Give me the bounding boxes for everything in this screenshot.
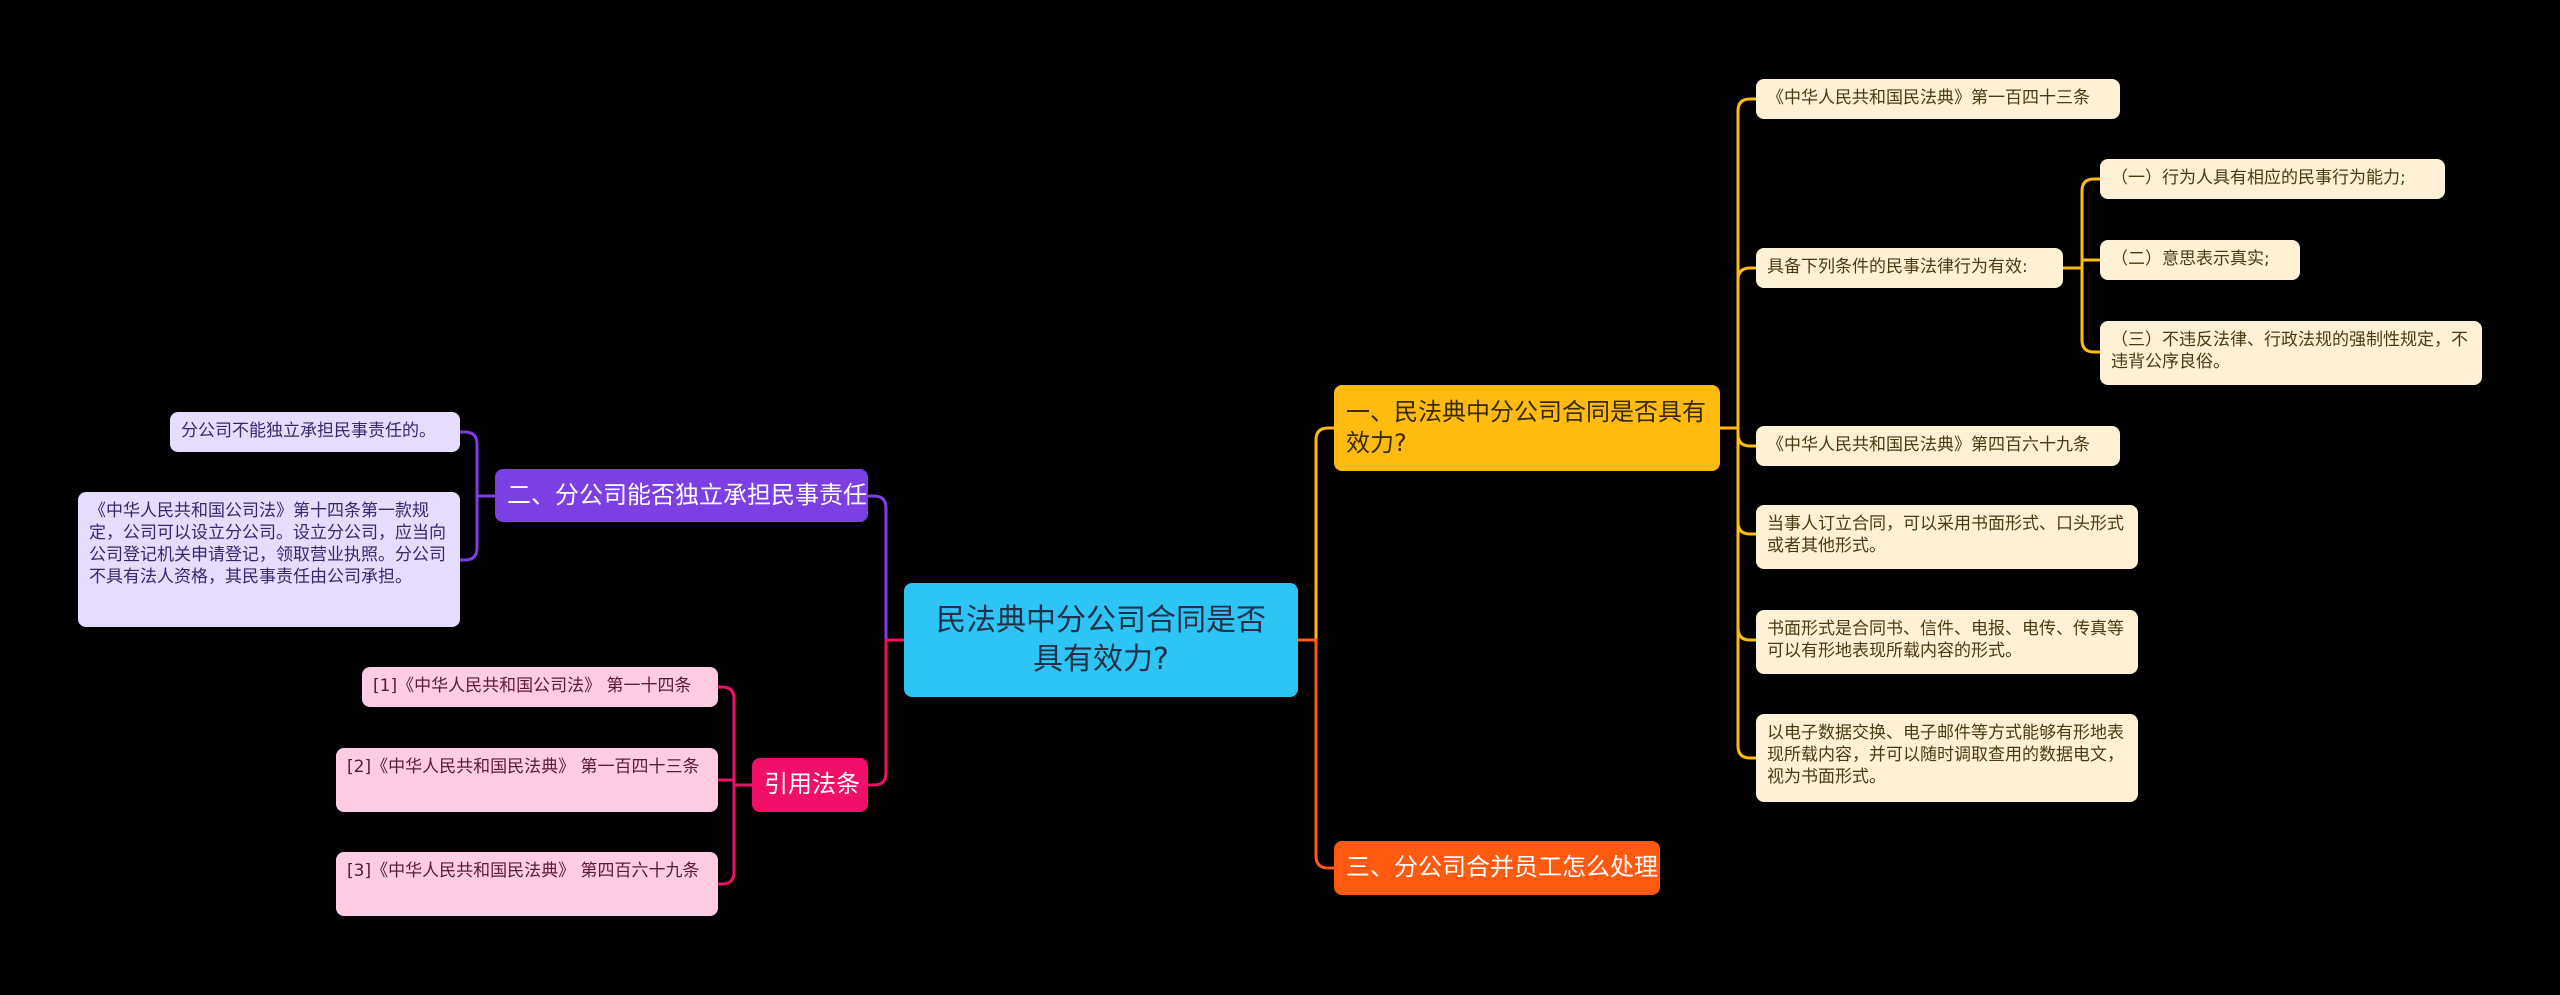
leaf-label: 《中华人民共和国民法典》第一百四十三条 — [1767, 88, 2090, 108]
leaf-label: [3]《中华人民共和国民法典》 第四百六十九条 — [347, 861, 700, 881]
link-b1-leaf5 — [1736, 428, 1756, 760]
branch-label: 一、民法典中分公司合同是否具有效力? — [1346, 397, 1706, 457]
leaf-label: （二）意思表示真实; — [2111, 249, 2270, 269]
branch-label: 二、分公司能否独立承担民事责任 — [507, 480, 867, 509]
branch-label: 三、分公司合并员工怎么处理 — [1346, 853, 1658, 882]
leaf-company-law-14[interactable]: 《中华人民共和国公司法》第十四条第一款规定，公司可以设立分公司。设立分公司，应当… — [78, 492, 460, 627]
leaf-condition-legality[interactable]: （三）不违反法律、行政法规的强制性规定，不违背公序良俗。 — [2100, 321, 2482, 385]
link-cit-leaf2 — [718, 785, 736, 886]
link-cond-sub2 — [2080, 268, 2100, 354]
link-b2-leaf1 — [460, 496, 479, 562]
leaf-label: （三）不违反法律、行政法规的强制性规定，不违背公序良俗。 — [2111, 330, 2468, 373]
leaf-condition-intent[interactable]: （二）意思表示真实; — [2100, 240, 2300, 280]
leaf-condition-capacity[interactable]: （一）行为人具有相应的民事行为能力; — [2100, 159, 2445, 199]
leaf-label: 分公司不能独立承担民事责任的。 — [181, 421, 436, 441]
link-root-citations — [868, 638, 904, 787]
link-b1-leaf0 — [1736, 97, 1756, 428]
branch-label: 引用法条 — [764, 770, 860, 799]
leaf-label: 《中华人民共和国民法典》第四百六十九条 — [1767, 435, 2090, 455]
leaf-civil-code-469[interactable]: 《中华人民共和国民法典》第四百六十九条 — [1756, 426, 2120, 466]
citation-item[interactable]: [3]《中华人民共和国民法典》 第四百六十九条 — [336, 852, 718, 916]
link-root-branch1 — [1298, 426, 1334, 642]
branch-citations[interactable]: 引用法条 — [752, 758, 868, 812]
leaf-electronic-form[interactable]: 以电子数据交换、电子邮件等方式能够有形地表现所载内容，并可以随时调取查用的数据电… — [1756, 714, 2138, 802]
leaf-label: 以电子数据交换、电子邮件等方式能够有形地表现所载内容，并可以随时调取查用的数据电… — [1767, 723, 2124, 788]
link-b2-leaf0 — [460, 430, 479, 496]
leaf-written-form[interactable]: 书面形式是合同书、信件、电报、电传、传真等可以有形地表现所载内容的形式。 — [1756, 610, 2138, 674]
leaf-label: [2]《中华人民共和国民法典》 第一百四十三条 — [347, 757, 700, 777]
leaf-contract-forms[interactable]: 当事人订立合同，可以采用书面形式、口头形式或者其他形式。 — [1756, 505, 2138, 569]
link-root-branch2 — [868, 494, 904, 642]
leaf-validity-conditions[interactable]: 具备下列条件的民事法律行为有效: — [1756, 248, 2063, 288]
link-cit-leaf0 — [718, 685, 736, 785]
leaf-civil-code-143[interactable]: 《中华人民共和国民法典》第一百四十三条 — [1756, 79, 2120, 119]
link-b1-leaf2 — [1736, 428, 1756, 448]
link-b1-leaf1 — [1736, 266, 1756, 281]
leaf-label: 当事人订立合同，可以采用书面形式、口头形式或者其他形式。 — [1767, 514, 2124, 557]
branch-employee-merger[interactable]: 三、分公司合并员工怎么处理 — [1334, 841, 1660, 895]
branch-branch-liability[interactable]: 二、分公司能否独立承担民事责任 — [495, 469, 868, 522]
root-topic[interactable]: 民法典中分公司合同是否具有效力? — [904, 583, 1298, 697]
leaf-label: 书面形式是合同书、信件、电报、电传、传真等可以有形地表现所载内容的形式。 — [1767, 619, 2124, 662]
branch-contract-validity[interactable]: 一、民法典中分公司合同是否具有效力? — [1334, 385, 1720, 471]
leaf-label: [1]《中华人民共和国公司法》 第一十四条 — [373, 676, 692, 696]
leaf-label: 具备下列条件的民事法律行为有效: — [1767, 257, 2028, 277]
citation-item[interactable]: [1]《中华人民共和国公司法》 第一十四条 — [362, 667, 718, 707]
leaf-label: 《中华人民共和国公司法》第十四条第一款规定，公司可以设立分公司。设立分公司，应当… — [89, 501, 446, 588]
root-topic-label: 民法典中分公司合同是否具有效力? — [936, 603, 1266, 677]
leaf-label: （一）行为人具有相应的民事行为能力; — [2111, 168, 2406, 188]
link-root-branch3 — [1298, 638, 1334, 870]
citation-item[interactable]: [2]《中华人民共和国民法典》 第一百四十三条 — [336, 748, 718, 812]
link-cond-sub0 — [2080, 177, 2100, 268]
leaf-no-independent-liability[interactable]: 分公司不能独立承担民事责任的。 — [170, 412, 460, 452]
